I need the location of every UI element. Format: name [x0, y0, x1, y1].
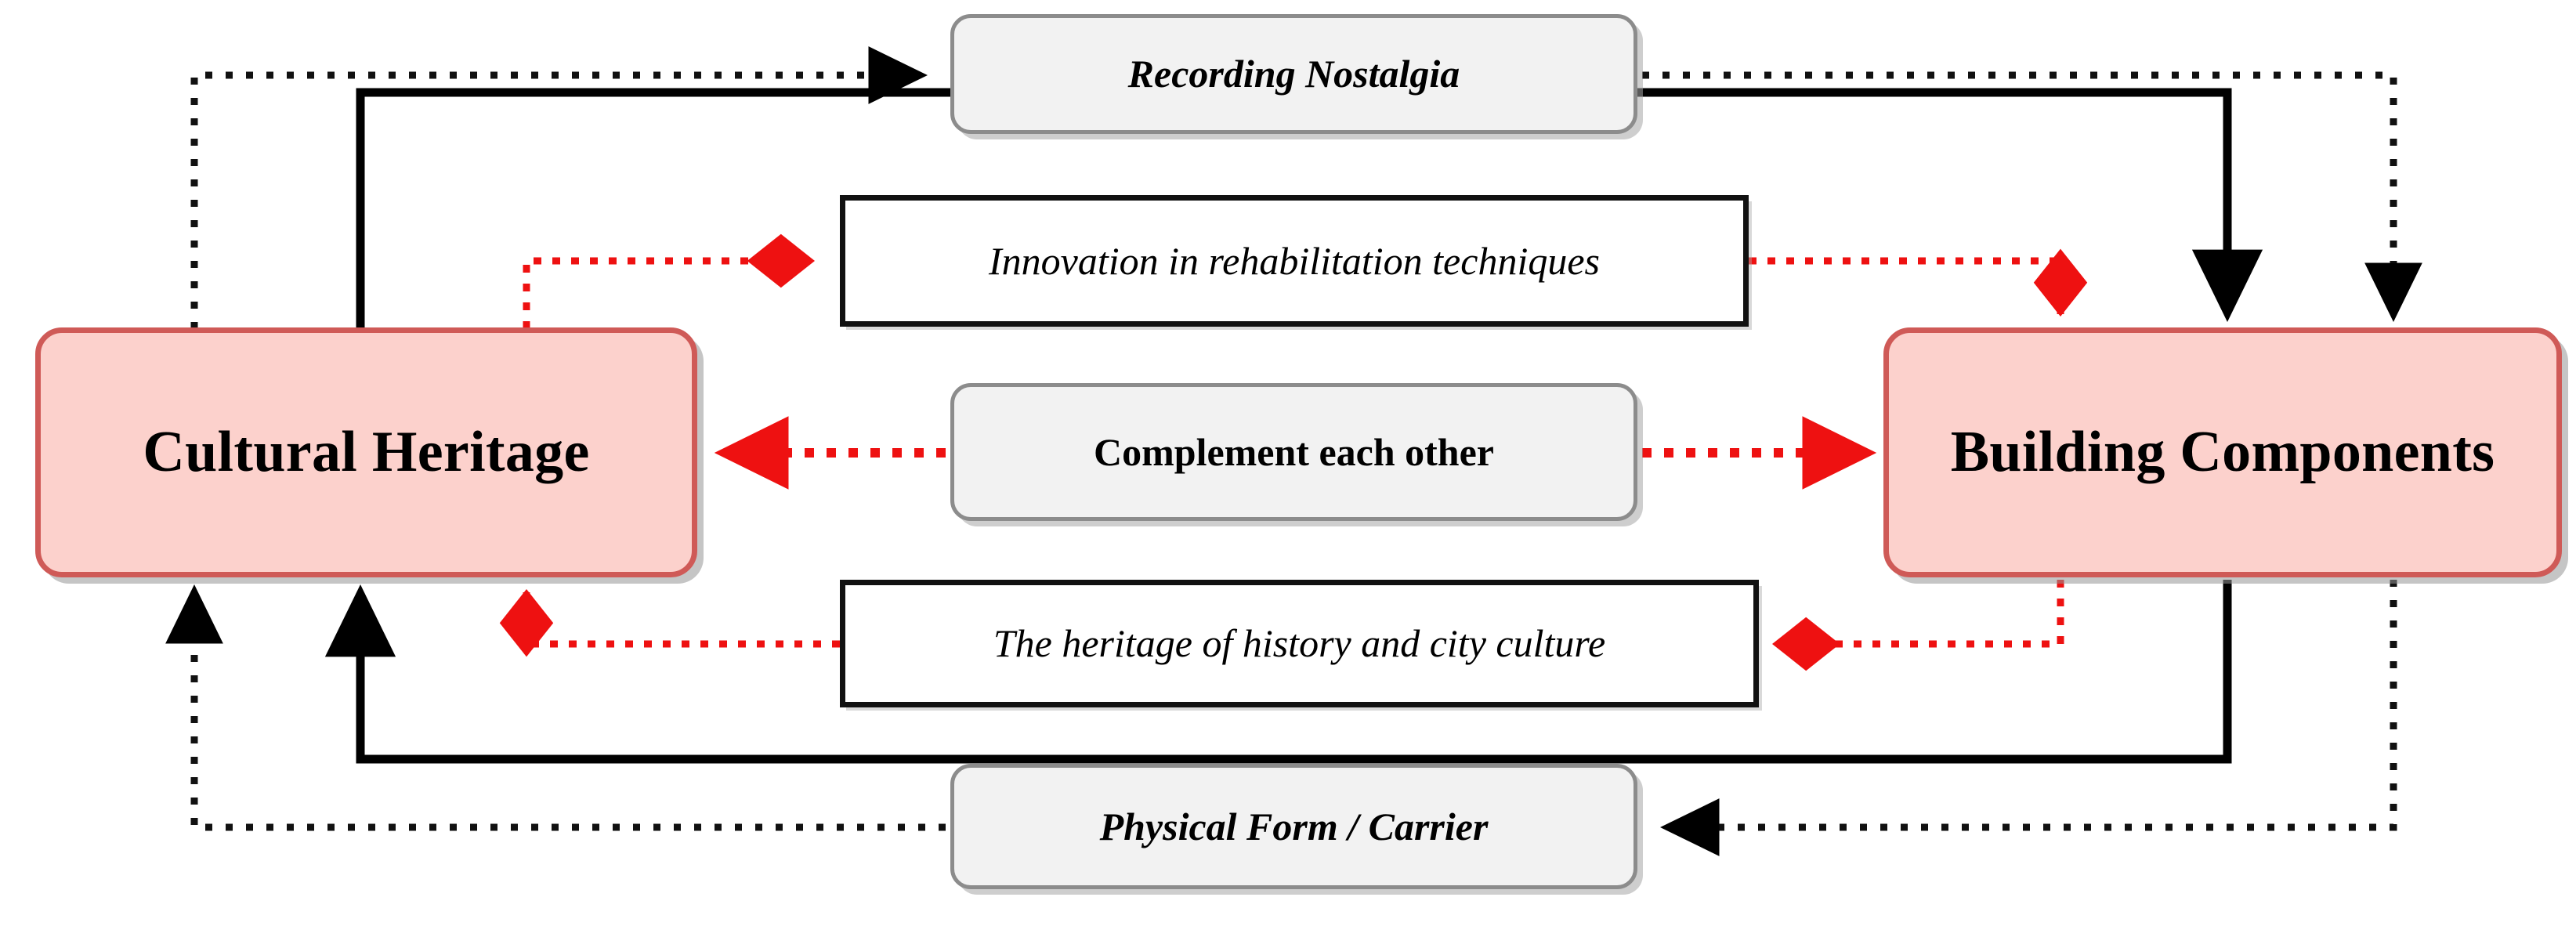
node-recording-nostalgia[interactable]: Recording Nostalgia	[950, 14, 1637, 134]
node-recording-nostalgia-label: Recording Nostalgia	[1127, 52, 1460, 96]
node-physical-form-carrier[interactable]: Physical Form / Carrier	[950, 764, 1637, 889]
node-physical-form-carrier-label: Physical Form / Carrier	[1099, 804, 1489, 848]
node-heritage-history-city-culture[interactable]: The heritage of history and city culture	[840, 580, 1759, 707]
connector-ch-to-recording-nostalgia	[190, 46, 928, 329]
node-cultural-heritage[interactable]: Cultural Heritage	[35, 327, 697, 577]
node-innovation-rehabilitation-label: Innovation in rehabilitation techniques	[989, 238, 1600, 283]
connector-ch-innovation-link	[523, 233, 815, 329]
node-building-components-label: Building Components	[1950, 419, 2495, 484]
connector-bc-to-physical-form	[1660, 580, 2397, 856]
connector-innovation-bc-link	[1749, 248, 2088, 317]
connector-physical-form-to-ch	[165, 584, 946, 831]
connector-heritage-history-bc-link	[1772, 580, 2064, 671]
connector-recording-nostalgia-to-bc	[1642, 71, 2422, 322]
node-building-components[interactable]: Building Components	[1883, 327, 2562, 577]
connector-ch-heritage-history-link	[499, 589, 840, 657]
node-cultural-heritage-label: Cultural Heritage	[143, 419, 590, 484]
node-heritage-history-city-culture-label: The heritage of history and city culture	[993, 621, 1606, 666]
node-innovation-rehabilitation[interactable]: Innovation in rehabilitation techniques	[840, 195, 1749, 327]
node-complement-each-other-label: Complement each other	[1094, 429, 1494, 474]
node-complement-each-other[interactable]: Complement each other	[950, 383, 1637, 521]
